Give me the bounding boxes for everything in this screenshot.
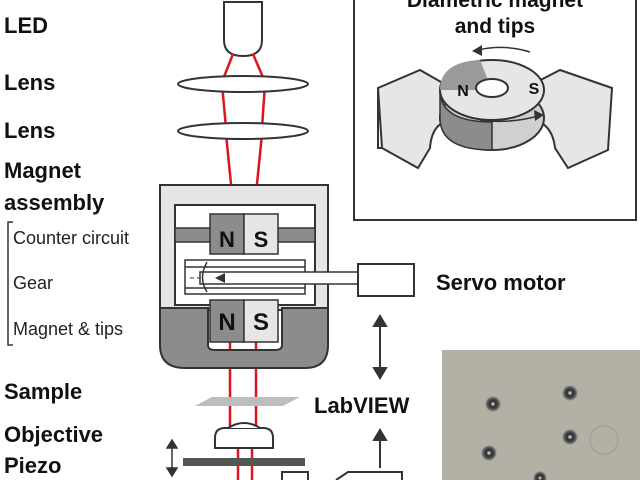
objective-label: Objective [4, 422, 104, 447]
lens-1-label: Lens [4, 70, 56, 95]
objective-lens [214, 427, 274, 449]
bottom-s-pole: S [253, 309, 269, 336]
inset-s-pole: S [529, 81, 540, 98]
magnet-assembly-label-2: assembly [4, 190, 105, 215]
sample-label: Sample [4, 379, 83, 404]
magnet-assembly [159, 184, 361, 369]
piezo-stage [183, 458, 305, 466]
sample-slide [195, 397, 300, 406]
inset-title-2: and tips [454, 15, 536, 38]
labview-down-arrow [372, 428, 388, 468]
gear-label: Gear [13, 273, 54, 293]
top-s-pole: S [254, 227, 269, 252]
led-label: LED [4, 13, 48, 38]
lens-2 [177, 122, 309, 140]
servo-motor-box [357, 263, 415, 297]
piezo-label: Piezo [4, 453, 62, 478]
labview-label: LabVIEW [314, 393, 410, 418]
inset-panel [353, 0, 637, 221]
inset-title-1: Diametric magnet [406, 0, 584, 12]
lens-2-label: Lens [4, 118, 56, 143]
counter-circuit-label: Counter circuit [13, 228, 130, 248]
bottom-n-pole: N [218, 309, 235, 336]
led-shape [223, 1, 263, 58]
inset-n-pole: N [457, 83, 469, 100]
servo-motor-label: Servo motor [436, 270, 566, 295]
piezo-arrow [165, 438, 179, 478]
top-n-pole: N [219, 227, 235, 252]
lens-1 [177, 75, 309, 93]
magnet-assembly-label-1: Magnet [4, 158, 81, 183]
assembly-bracket [7, 221, 13, 346]
magnet-tips-label: Magnet & tips [13, 319, 124, 339]
servo-labview-arrow [372, 314, 388, 380]
micrograph-image [442, 350, 640, 480]
